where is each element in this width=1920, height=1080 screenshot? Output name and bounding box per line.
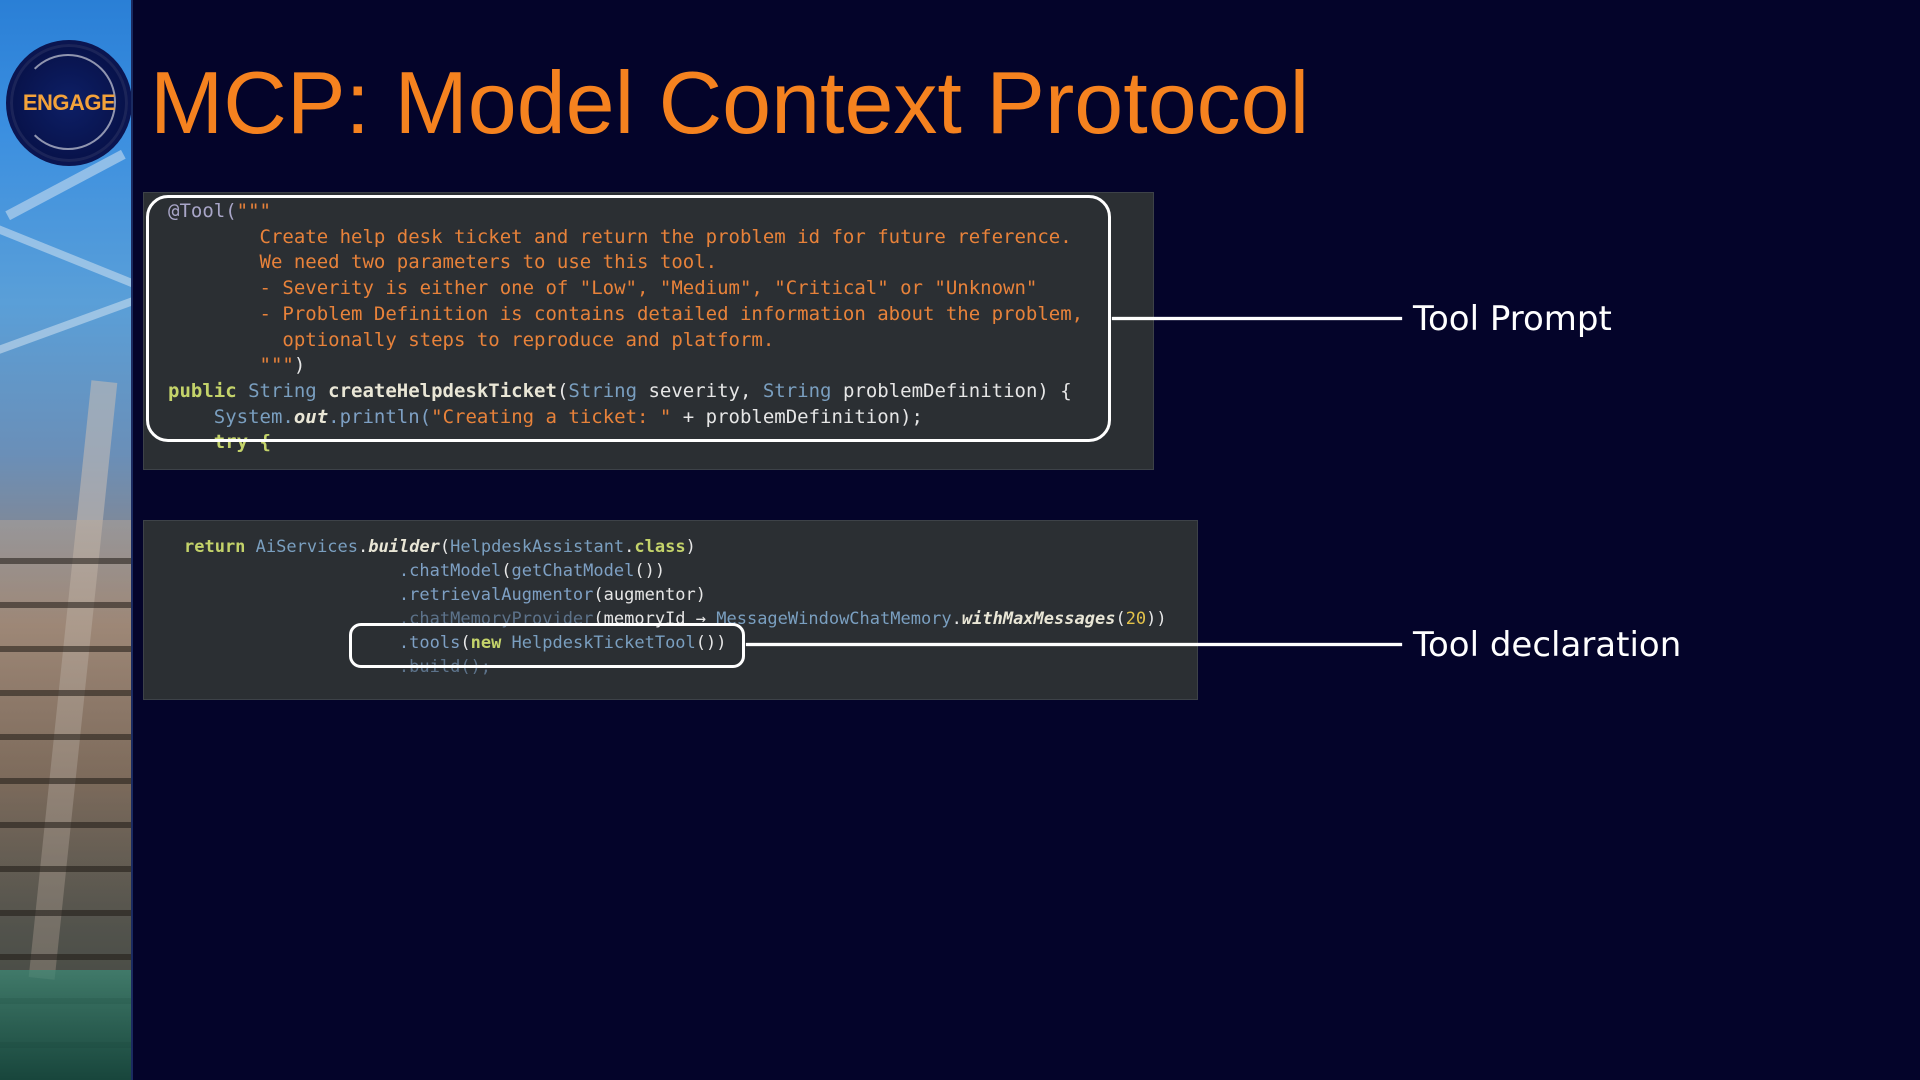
sidebar-glass-facade xyxy=(0,970,131,1080)
code-line: Create help desk ticket and return the p… xyxy=(168,225,1072,248)
tool-declaration-label: Tool declaration xyxy=(1413,625,1682,665)
code-token: getChatModel xyxy=(511,561,635,581)
tool-prompt-connector-line xyxy=(1112,317,1402,320)
code-token: severity, xyxy=(648,379,763,402)
sidebar-beam xyxy=(0,220,131,288)
code-token: System. xyxy=(168,405,294,428)
code-line: System.out.println("Creating a ticket: "… xyxy=(168,405,924,428)
code-token: + problemDefinition); xyxy=(671,405,924,428)
code-token: new xyxy=(470,633,512,653)
code-token: public xyxy=(168,379,249,402)
code-token: . xyxy=(358,537,369,557)
code-line: @Tool(""" xyxy=(168,202,271,221)
code-token: . xyxy=(951,609,962,629)
code-token: ) xyxy=(293,354,306,377)
code-token: ()) xyxy=(695,633,727,653)
code-token: .tools xyxy=(184,633,461,653)
code-token: .chatModel xyxy=(184,561,502,581)
code-token: ( xyxy=(439,537,451,557)
code-token: MessageWindowChatMemory xyxy=(716,609,952,629)
code-line: .tools(new HelpdeskTicketTool()) xyxy=(184,635,727,652)
code-token: .println( xyxy=(328,405,432,428)
tool-prompt-highlight-box xyxy=(146,195,1111,442)
code-token: )) xyxy=(1146,609,1167,629)
code-token: """ xyxy=(236,200,271,222)
sidebar-beam xyxy=(0,292,131,356)
code-token: return xyxy=(184,537,256,557)
code-token: - Problem Definition is contains detaile… xyxy=(168,302,1084,325)
code-token: createHelpdeskTicket xyxy=(328,379,557,402)
code-token: problemDefinition) { xyxy=(842,379,1072,402)
code-line: try { xyxy=(168,433,271,452)
code-line: """) xyxy=(168,354,306,377)
code-token: 20 xyxy=(1125,609,1147,629)
code-token: → xyxy=(695,609,717,629)
code-line: - Severity is either one of "Low", "Medi… xyxy=(168,277,1038,300)
code-token: try { xyxy=(168,431,271,454)
code-token: ( xyxy=(556,379,569,402)
code-line: We need two parameters to use this tool. xyxy=(168,251,718,274)
code-token: ( xyxy=(501,561,512,581)
code-token: class xyxy=(634,537,686,557)
code-line: public String createHelpdeskTicket(Strin… xyxy=(168,379,1072,402)
code-token: We need two parameters to use this tool. xyxy=(168,251,718,274)
code-token: AiServices xyxy=(255,537,359,557)
slide-title: MCP: Model Context Protocol xyxy=(150,53,1310,152)
engage-logo: ENGAGE xyxy=(6,40,131,166)
code-token: HelpdeskAssistant xyxy=(450,537,625,557)
code-token: "Creating a ticket: " xyxy=(431,405,672,428)
code-token: HelpdeskTicketTool xyxy=(511,633,696,653)
code-token: ( xyxy=(460,633,471,653)
code-token: Create help desk ticket and return the p… xyxy=(168,225,1072,248)
code-token: optionally steps to reproduce and platfo… xyxy=(168,328,775,351)
code-token: String xyxy=(568,379,649,402)
code-token: out xyxy=(293,405,329,428)
code-line: return AiServices.builder(HelpdeskAssist… xyxy=(184,539,696,556)
code-token: String xyxy=(248,379,329,402)
decorative-sidebar: ENGAGE xyxy=(0,0,133,1080)
code-token: . xyxy=(624,537,635,557)
code-token: builder xyxy=(368,537,440,557)
logo-ring xyxy=(20,54,116,150)
code-token: (augmentor) xyxy=(593,585,706,605)
code-token: """ xyxy=(168,354,294,377)
tool-declaration-highlight-box xyxy=(349,623,745,668)
code-block-tool-declaration: return AiServices.builder(HelpdeskAssist… xyxy=(143,520,1198,700)
code-token: ()) xyxy=(634,561,666,581)
code-line: .chatModel(getChatModel()) xyxy=(184,563,665,580)
code-token: ( xyxy=(1115,609,1126,629)
code-line: optionally steps to reproduce and platfo… xyxy=(168,328,775,351)
logo-text: ENGAGE xyxy=(22,90,116,115)
code-token: ) xyxy=(685,537,696,557)
code-line: - Problem Definition is contains detaile… xyxy=(168,302,1084,325)
tool-prompt-label: Tool Prompt xyxy=(1413,299,1612,339)
code-line: .retrievalAugmentor(augmentor) xyxy=(184,587,706,604)
code-token: String xyxy=(762,379,843,402)
code-token: .retrievalAugmentor xyxy=(184,585,594,605)
code-token: @Tool( xyxy=(168,200,237,222)
code-token: withMaxMessages xyxy=(961,609,1116,629)
code-block-tool-prompt: @Tool(""" Create help desk ticket and re… xyxy=(143,192,1154,470)
tool-declaration-connector-line xyxy=(746,643,1402,646)
code-token: - Severity is either one of "Low", "Medi… xyxy=(168,277,1038,300)
